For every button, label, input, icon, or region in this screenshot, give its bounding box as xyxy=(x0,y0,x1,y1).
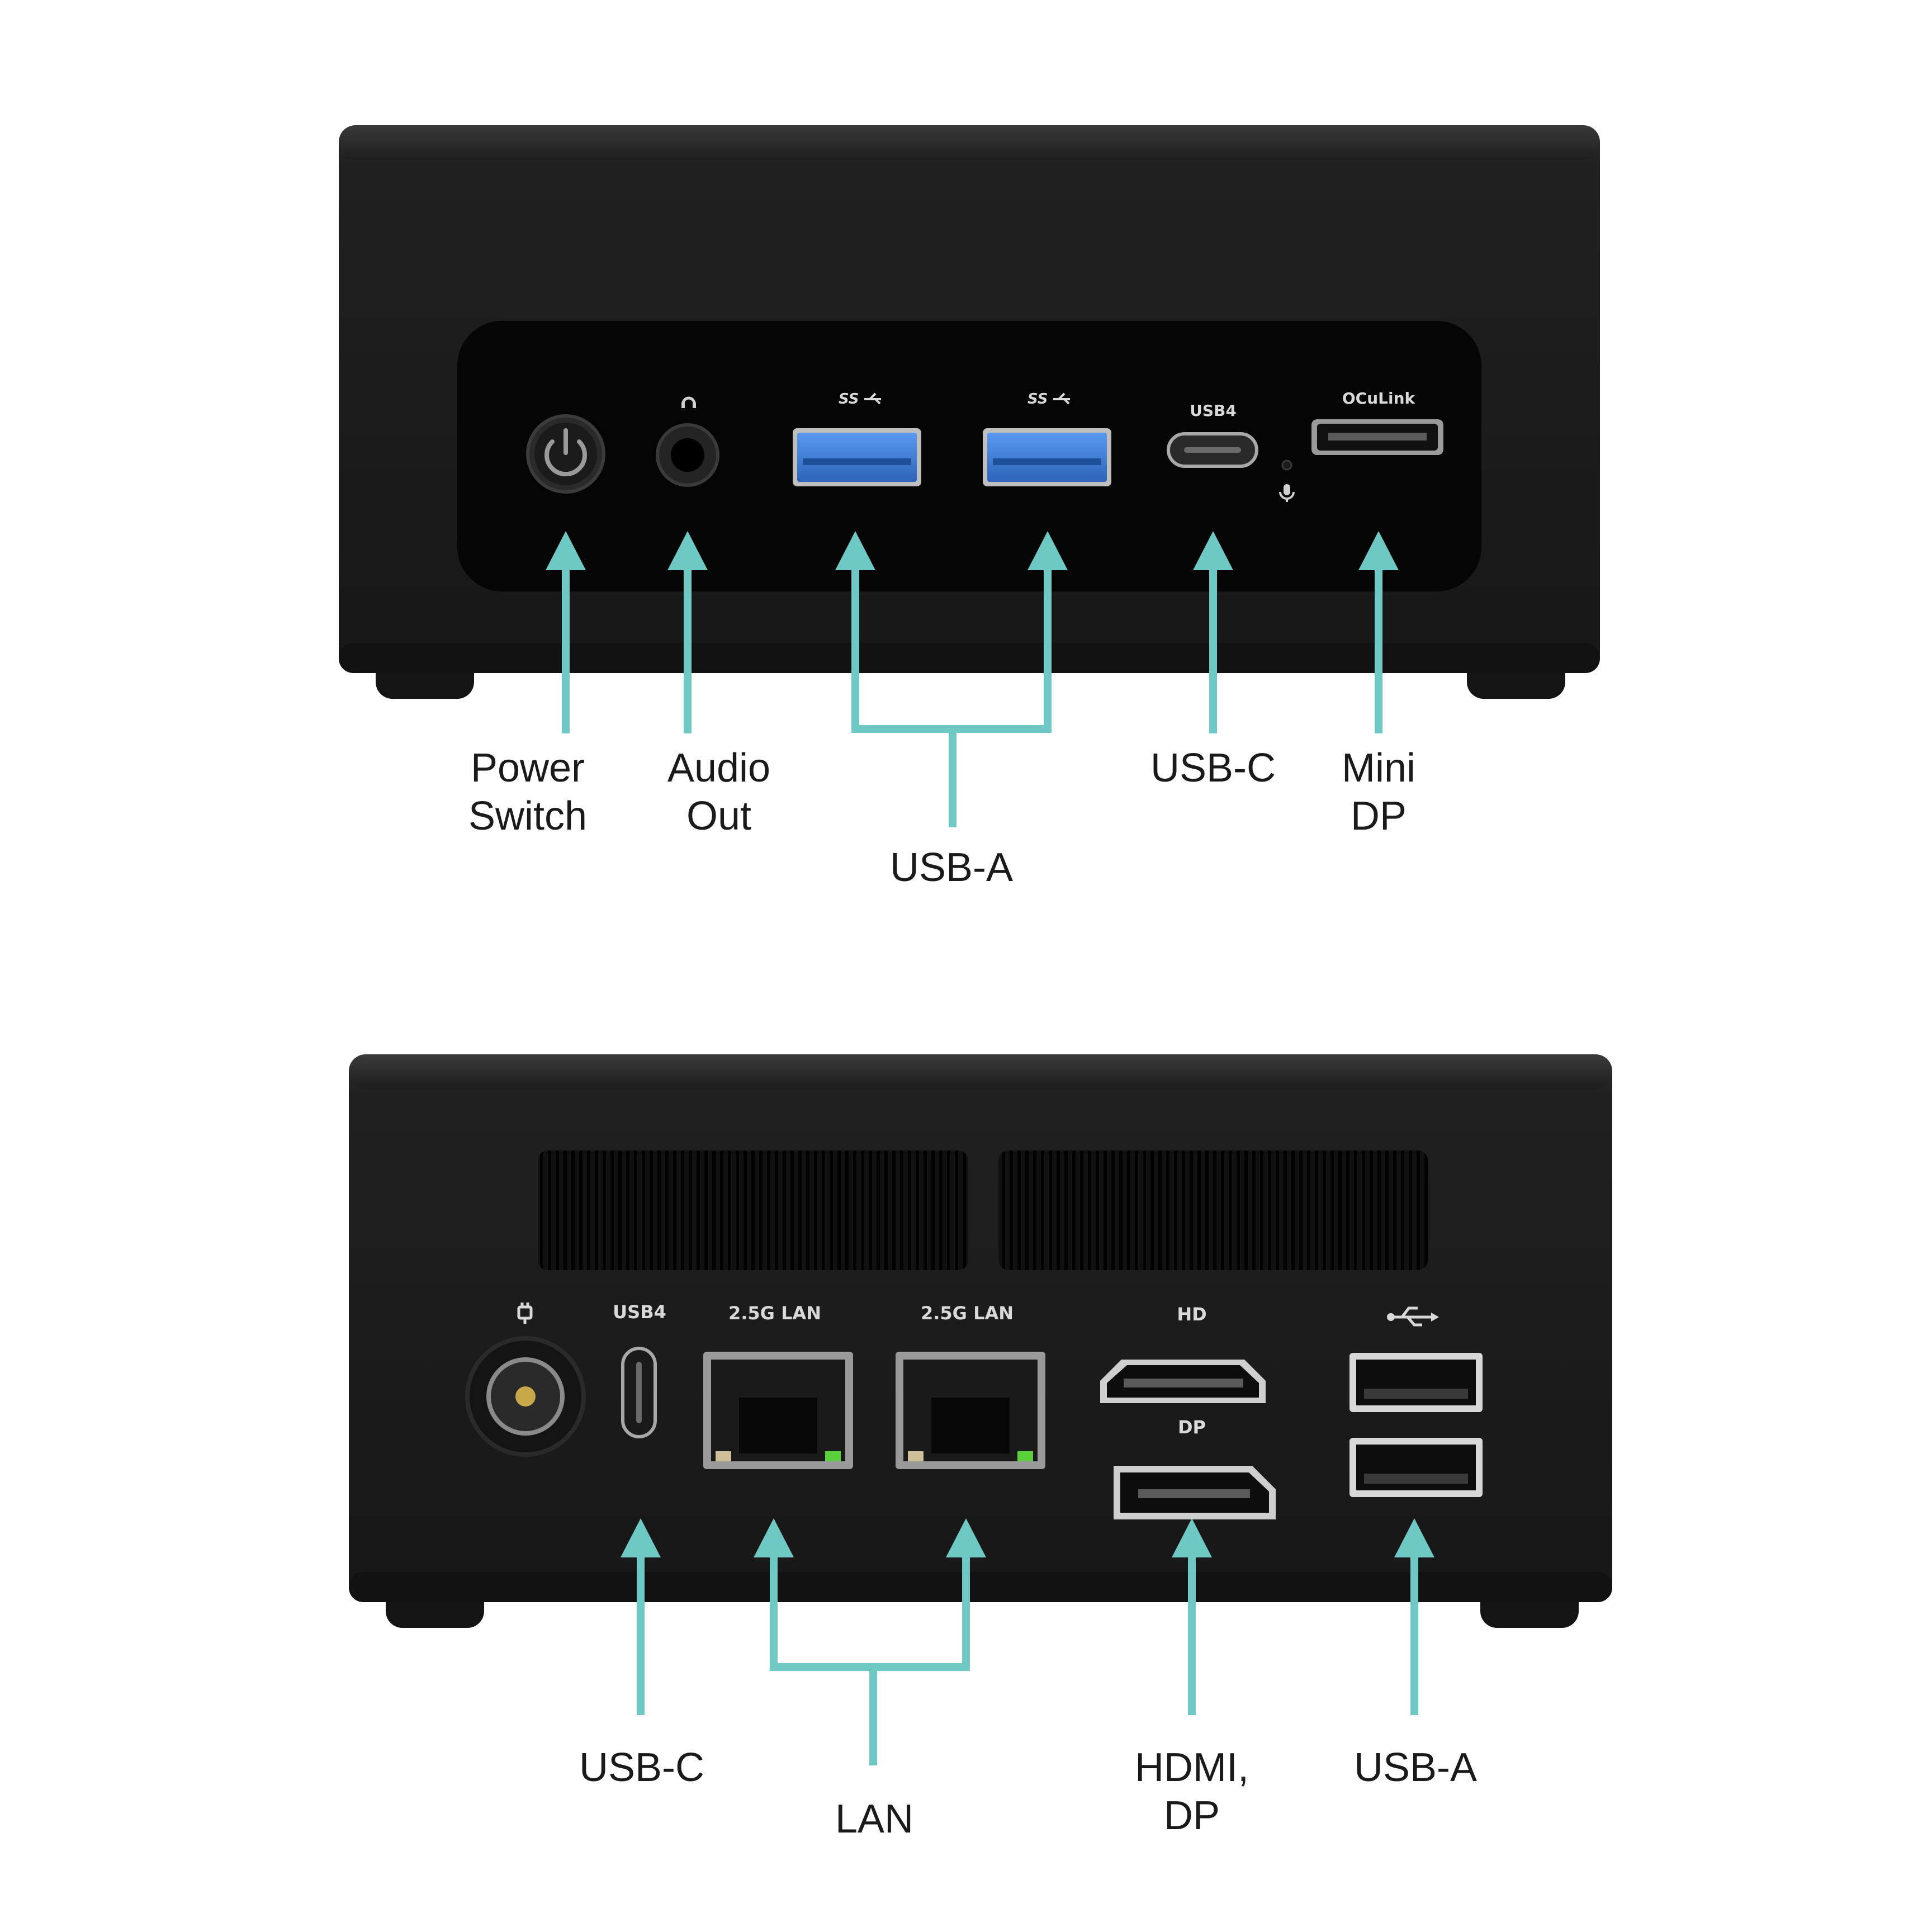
lan-port-2[interactable] xyxy=(896,1352,1045,1469)
dc-power-icon xyxy=(517,1303,533,1324)
usb-trident-icon xyxy=(1387,1306,1439,1327)
ss-logo-2: SS xyxy=(1027,391,1048,408)
lan-port-1[interactable] xyxy=(703,1352,853,1469)
lan-led-1 xyxy=(825,1451,841,1461)
dc-power-jack[interactable] xyxy=(465,1336,586,1457)
callout-arrow-usbc-rear xyxy=(621,1518,661,1557)
callout-label-power-2: Switch xyxy=(468,794,587,839)
front-unit: SS SS USB4 xyxy=(339,125,1600,699)
callout-arrow-lan-2 xyxy=(946,1518,986,1557)
callout-label-lan: LAN xyxy=(835,1797,913,1841)
callout-arrow-usbc-front xyxy=(1193,531,1233,570)
callout-arrow-audio xyxy=(667,531,708,570)
power-icon xyxy=(544,428,587,476)
power-button[interactable] xyxy=(526,414,605,494)
callout-arrow-usba-front-1 xyxy=(835,531,875,570)
usb-a-port-rear-2[interactable] xyxy=(1349,1438,1483,1497)
callout-label-usba-front: USB-A xyxy=(890,845,1013,890)
rear-chassis xyxy=(349,1054,1612,1602)
callout-label-usbc-front: USB-C xyxy=(1150,746,1276,790)
usb-a-port-front-1[interactable] xyxy=(793,428,921,486)
lan2-label: 2.5G LAN xyxy=(921,1303,1014,1324)
callout-label-hdmi-dp-2: DP xyxy=(1164,1793,1220,1838)
oculink-port[interactable] xyxy=(1311,419,1443,455)
callout-arrow-power xyxy=(546,531,586,570)
usb4-label-rear: USB4 xyxy=(613,1301,666,1323)
front-io-panel xyxy=(457,321,1481,591)
headphone-icon xyxy=(681,396,696,408)
callout-arrow-hdmi-dp xyxy=(1172,1518,1212,1557)
lan1-label: 2.5G LAN xyxy=(728,1303,821,1324)
callout-label-minidp-2: DP xyxy=(1351,794,1407,839)
dp-label: DP xyxy=(1178,1417,1206,1438)
callout-arrow-usba-front-2 xyxy=(1027,531,1068,570)
callout-arrow-lan-1 xyxy=(754,1518,794,1557)
vent-right xyxy=(998,1150,1428,1270)
rear-callout-lines xyxy=(621,1518,1434,1765)
usb-c-port-rear[interactable] xyxy=(621,1347,657,1438)
rear-bottom-edge xyxy=(349,1572,1612,1602)
vent-left xyxy=(538,1150,968,1270)
usb-a-port-rear-1[interactable] xyxy=(1349,1353,1483,1412)
hd-label: HD xyxy=(1177,1304,1206,1325)
front-bottom-edge xyxy=(339,643,1600,673)
callout-label-usbc-rear: USB-C xyxy=(579,1745,704,1790)
callout-arrow-usba-rear xyxy=(1394,1518,1434,1557)
usb-icon-ss-2 xyxy=(1053,392,1070,405)
ss-logo-1: SS xyxy=(839,391,859,408)
oculink-label: OCuLink xyxy=(1342,389,1416,408)
callout-label-power-1: Power xyxy=(471,746,585,790)
front-top-edge xyxy=(339,125,1600,160)
callout-arrow-minidp xyxy=(1358,531,1399,570)
callout-label-hdmi-dp-1: HDMI, xyxy=(1135,1745,1249,1790)
front-callout-lines xyxy=(546,531,1399,827)
usb4-label-front: USB4 xyxy=(1190,401,1237,420)
callout-label-audio-2: Out xyxy=(686,794,751,839)
callout-label-audio-1: Audio xyxy=(667,746,770,790)
rear-top-edge xyxy=(349,1054,1612,1089)
callout-label-usba-rear: USB-A xyxy=(1354,1745,1477,1790)
usb-icon-ss-1 xyxy=(864,392,881,405)
rear-unit: USB4 2.5G LAN 2.5G LAN HD xyxy=(349,1054,1612,1628)
audio-jack[interactable] xyxy=(656,423,719,487)
usb-a-port-front-2[interactable] xyxy=(983,428,1111,486)
usb-c-port-front[interactable] xyxy=(1167,432,1258,468)
lan-led-2 xyxy=(1017,1451,1033,1461)
callout-label-minidp-1: Mini xyxy=(1342,746,1415,790)
mic-hole xyxy=(1281,460,1292,471)
displayport-port[interactable] xyxy=(1114,1466,1276,1519)
microphone-icon xyxy=(1279,484,1295,502)
hdmi-port[interactable] xyxy=(1100,1360,1266,1403)
